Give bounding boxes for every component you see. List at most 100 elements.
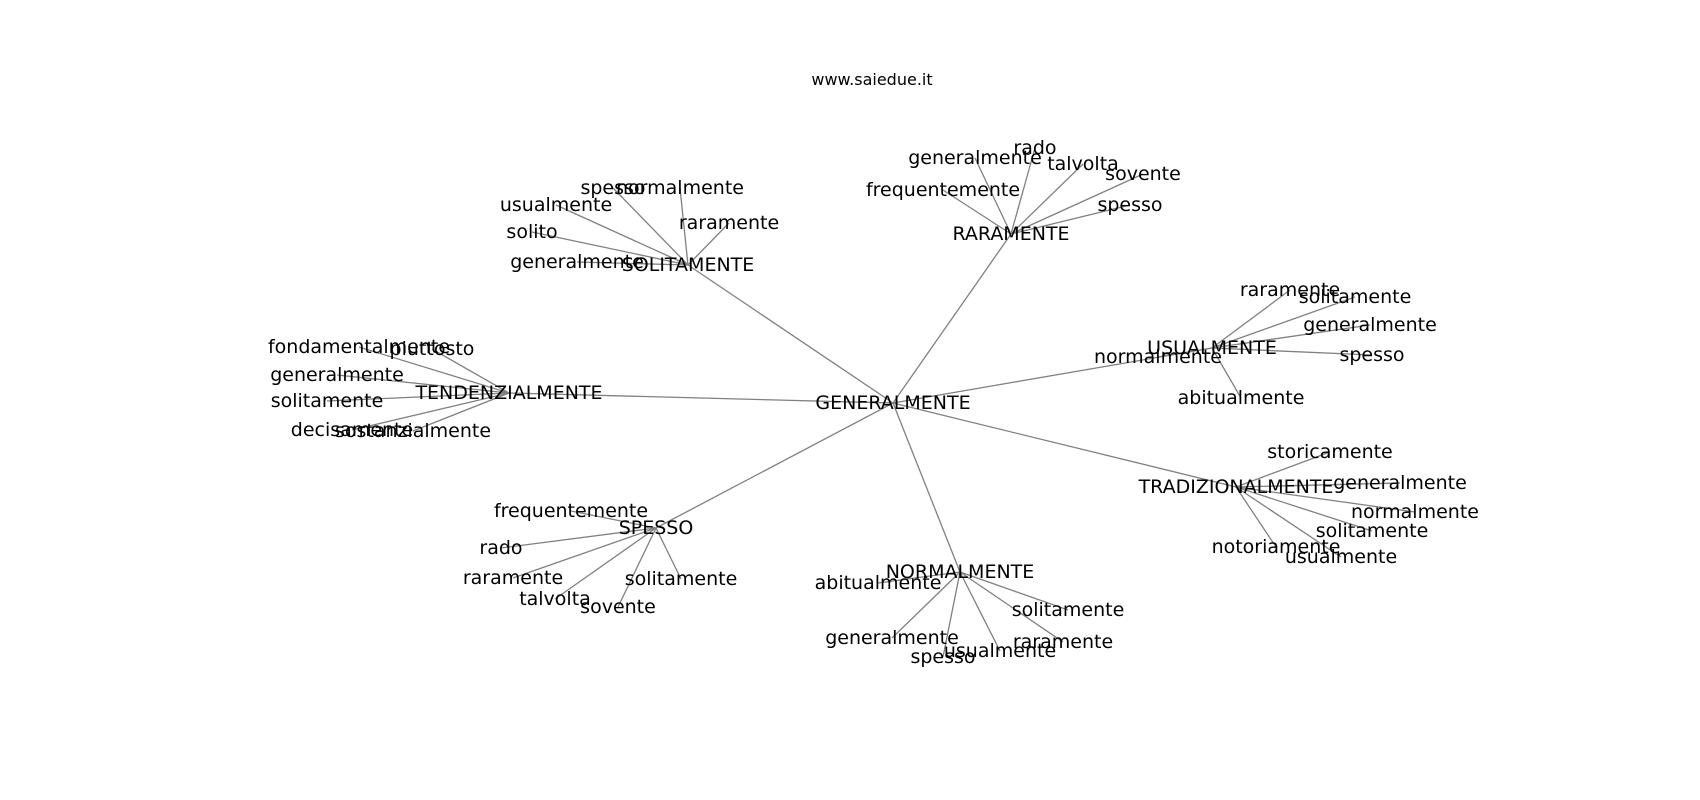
edge-normalmente-spesso [942,571,961,658]
node-leaf-spesso-frequentemente: frequentemente [494,500,648,522]
node-leaf-tendenzialmente-decisamente: decisamente [291,419,413,441]
edge-usualmente-raramente [1211,289,1291,349]
node-leaf-tendenzialmente-piuttosto: piuttosto [390,338,475,360]
edge-usualmente-abitualmente [1211,347,1242,399]
node-leaf-normalmente-generalmente: generalmente [825,627,959,649]
edge-solitamente-generalmente [576,261,689,266]
edge-tendenzialmente-fondamentalmente [358,346,510,394]
edge-tradizionalmente-normalmente [1235,486,1416,513]
edge-spesso-frequentemente [570,510,657,529]
node-hub-raramente: RARAMENTE [952,223,1069,245]
node-leaf-spesso-talvolta: talvolta [519,588,591,610]
edge-usualmente-generalmente [1211,324,1371,349]
node-hub-solitamente: SOLITAMENTE [622,254,755,276]
edge-raramente-talvolta [1010,163,1084,235]
edge-normalmente-generalmente [891,571,961,639]
node-leaf-usualmente-solitamente: solitamente [1299,286,1412,308]
edge-tradizionalmente-generalmente [1235,482,1401,488]
node-leaf-raramente-talvolta: talvolta [1047,153,1119,175]
edge-normalmente-abitualmente [877,571,961,584]
edge-root-normalmente [892,402,961,573]
edge-spesso-rado [500,527,657,549]
edge-solitamente-usualmente [555,204,689,266]
node-leaf-tradizionalmente-usualmente: usualmente [1285,546,1397,568]
node-leaf-solitamente-solito: solito [506,221,557,243]
edge-normalmente-usualmente [959,571,1001,652]
node-leaf-usualmente-raramente: raramente [1240,279,1340,301]
node-leaf-spesso-rado: rado [479,537,522,559]
edge-normalmente-raramente [959,571,1064,643]
edge-root-raramente [892,233,1012,404]
edge-tradizionalmente-solitamente [1235,486,1373,532]
edge-usualmente-normalmente [1157,347,1213,358]
node-leaf-solitamente-raramente: raramente [679,212,779,234]
node-hub-tendenzialmente: TENDENZIALMENTE [414,382,602,404]
edge-solitamente-solito [531,231,689,266]
edge-raramente-frequentemente [942,189,1012,235]
edge-tendenzialmente-piuttosto [431,348,510,394]
edge-root-solitamente [687,264,894,404]
node-leaf-raramente-frequentemente: frequentemente [866,179,1020,201]
node-hub-tradizionalmente: TRADIZIONALMENTE [1138,476,1334,498]
node-leaf-usualmente-normalmente: normalmente [1094,346,1222,368]
edge-tradizionalmente-storicamente [1235,451,1331,488]
edge-raramente-generalmente [974,157,1012,235]
edge-solitamente-spesso [612,187,689,266]
label-layer: GENERALMENTESOLITAMENTEspessonormalmente… [268,137,1479,668]
node-leaf-usualmente-abitualmente: abitualmente [1178,387,1305,409]
edge-raramente-rado [1010,147,1036,235]
node-root-generalmente: GENERALMENTE [815,392,970,414]
node-leaf-raramente-sovente: sovente [1105,163,1181,185]
edge-root-tendenzialmente [508,392,894,404]
node-leaf-raramente-spesso: spesso [1097,194,1162,216]
node-leaf-spesso-solitamente: solitamente [625,568,738,590]
node-hub-usualmente: USUALMENTE [1147,337,1277,359]
page-title: www.saiedue.it [811,70,933,89]
node-leaf-raramente-generalmente: generalmente [908,147,1042,169]
node-leaf-normalmente-spesso: spesso [910,646,975,668]
node-hub-normalmente: NORMALMENTE [886,561,1035,583]
edge-root-tradizionalmente [892,402,1237,488]
edge-raramente-spesso [1010,204,1131,235]
edge-solitamente-raramente [687,222,730,266]
node-leaf-solitamente-spesso: spesso [580,177,645,199]
node-leaf-tradizionalmente-generalmente: generalmente [1333,472,1467,494]
edge-spesso-solitamente [655,527,682,580]
node-leaf-tendenzialmente-fondamentalmente: fondamentalmente [268,336,450,358]
edge-spesso-talvolta [554,527,657,600]
node-leaf-raramente-rado: rado [1013,137,1056,159]
node-leaf-tendenzialmente-solitamente: solitamente [271,390,384,412]
node-leaf-tendenzialmente-generalmente: generalmente [270,364,404,386]
node-leaf-normalmente-raramente: raramente [1013,631,1113,653]
edge-tradizionalmente-notoriamente [1235,486,1277,548]
node-leaf-solitamente-usualmente: usualmente [500,194,612,216]
edge-spesso-raramente [512,527,657,579]
edge-raramente-sovente [1010,173,1144,235]
edge-tendenzialmente-decisamente [351,392,510,431]
edge-layer [326,147,1416,658]
node-leaf-solitamente-generalmente: generalmente [510,251,644,273]
node-hub-spesso: SPESSO [619,517,694,539]
edge-tendenzialmente-sostanzialmente [412,392,510,432]
node-leaf-usualmente-spesso: spesso [1339,344,1404,366]
node-leaf-normalmente-solitamente: solitamente [1012,599,1125,621]
edge-solitamente-normalmente [679,187,689,266]
node-leaf-spesso-raramente: raramente [463,567,563,589]
edge-tendenzialmente-solitamente [326,392,510,402]
edge-tradizionalmente-usualmente [1235,486,1342,558]
edge-tendenzialmente-generalmente [336,374,510,394]
node-leaf-tradizionalmente-normalmente: normalmente [1351,501,1479,523]
node-leaf-normalmente-abitualmente: abitualmente [815,572,942,594]
node-leaf-usualmente-generalmente: generalmente [1303,314,1437,336]
node-leaf-tradizionalmente-storicamente: storicamente [1267,441,1393,463]
node-leaf-tradizionalmente-solitamente: solitamente [1316,520,1429,542]
node-leaf-tendenzialmente-sostanzialmente: sostanzialmente [335,420,491,442]
edge-usualmente-spesso [1211,347,1373,356]
node-leaf-normalmente-usualmente: usualmente [944,640,1056,662]
node-leaf-spesso-sovente: sovente [580,596,656,618]
node-leaf-solitamente-normalmente: normalmente [616,177,744,199]
edge-root-spesso [655,402,894,529]
edge-usualmente-solitamente [1211,296,1356,349]
edge-spesso-sovente [617,527,657,608]
